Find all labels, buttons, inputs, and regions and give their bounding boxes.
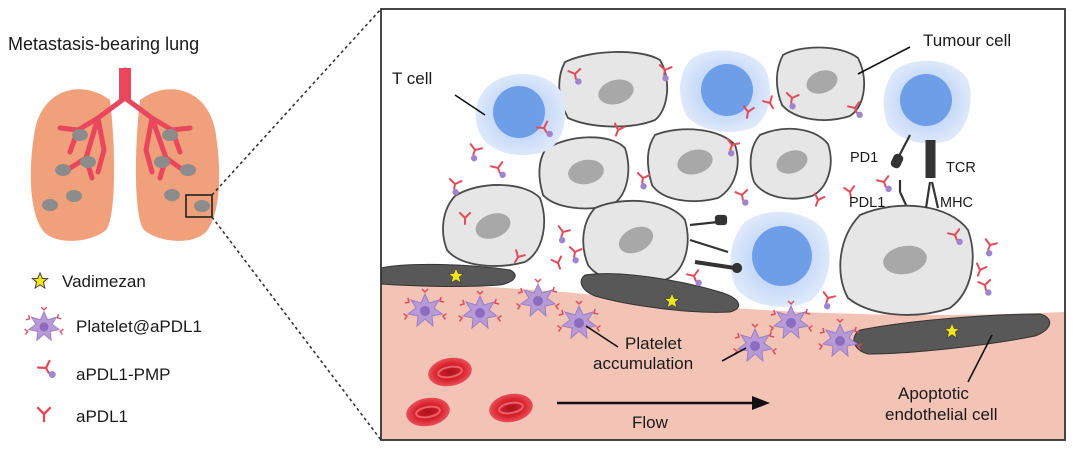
flow-arrow — [557, 396, 770, 410]
label-tcr: TCR — [946, 160, 976, 176]
t-cell — [730, 211, 830, 307]
zoom-panel-border — [380, 8, 1066, 441]
t-cell — [475, 73, 566, 156]
legend-label-apdl1: aPDL1 — [76, 407, 128, 426]
legend-item-pmp: aPDL1-PMP — [36, 359, 170, 384]
zoom-panel — [381, 9, 1065, 440]
vadimezan-stars — [447, 266, 961, 339]
legend-label-platelet: Platelet@aPDL1 — [76, 317, 202, 336]
endothelial-cell — [381, 263, 516, 288]
zoom-line-top — [211, 8, 382, 196]
legend-label-pmp: aPDL1-PMP — [76, 365, 170, 384]
label-mhc: MHC — [940, 195, 973, 211]
legend-item-vadimezan: Vadimezan — [31, 271, 146, 291]
legend-item-apdl1: aPDL1 — [36, 406, 128, 426]
legend-item-platelet: Platelet@aPDL1 — [23, 306, 202, 342]
label-tumour-cell: Tumour cell — [923, 31, 1011, 50]
legend: Vadimezan Platelet@aPDL1 aPDL1-PMP aPDL1 — [23, 271, 202, 426]
t-cell — [680, 50, 771, 132]
label-t-cell: T cell — [392, 69, 432, 88]
trachea — [119, 68, 131, 100]
legend-label-vadimezan: Vadimezan — [62, 272, 146, 291]
endothelial-cell — [580, 273, 740, 313]
label-pdl1: PDL1 — [849, 195, 885, 211]
label-apoptotic-line2: endothelial cell — [885, 405, 997, 424]
t-cell — [883, 60, 971, 144]
pd1-interaction — [689, 220, 719, 227]
lung-title: Metastasis-bearing lung — [8, 34, 199, 54]
label-flow: Flow — [632, 413, 669, 432]
pdl1-receptor — [898, 180, 907, 206]
pd1-receptor — [897, 134, 911, 159]
zoom-region-box — [185, 194, 213, 218]
pmp-icon — [36, 359, 59, 384]
zoom-line-bottom — [211, 216, 382, 441]
t-cells — [475, 50, 971, 307]
tumour-nuclei — [475, 70, 927, 275]
mhc-receptor — [924, 181, 940, 209]
star-icon — [31, 271, 49, 290]
lung-nodules — [42, 129, 210, 212]
receptors — [689, 134, 940, 274]
lung-illustration — [30, 67, 220, 241]
label-apoptotic-line1: Apoptotic — [898, 384, 969, 403]
label-pd1: PD1 — [850, 150, 878, 166]
label-platelet-line2: accumulation — [593, 354, 693, 373]
platelet-icon — [23, 306, 65, 342]
label-platelet-line1: Platelet — [625, 334, 682, 353]
antibody-icon — [36, 406, 52, 423]
leader-lines — [454, 46, 993, 383]
